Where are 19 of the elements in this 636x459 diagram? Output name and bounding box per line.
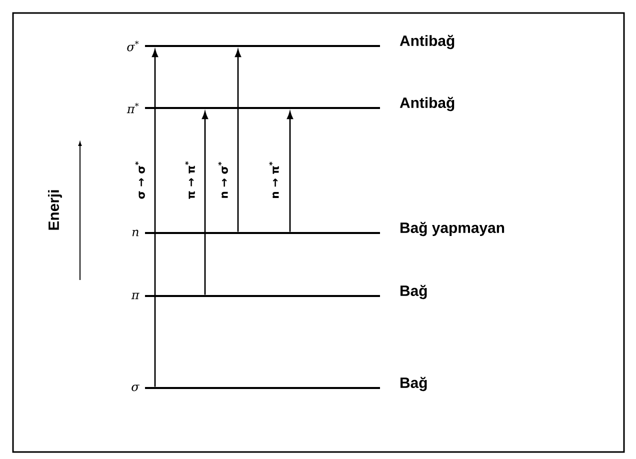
arrow	[152, 50, 158, 387]
energy-level-line: π	[131, 292, 380, 300]
level-label: Antibağ	[400, 96, 454, 112]
edge-label: n → π$^{*}$	[269, 162, 279, 198]
energy-level-line: π$^{*}$	[126, 102, 380, 114]
axis-label: Enerji	[48, 190, 62, 230]
edge-label: π → π$^{*}$	[185, 161, 195, 199]
energy-level-line: n	[132, 230, 380, 236]
energy-level-line: σ$^{*}$	[127, 40, 380, 52]
edge-label: σ → σ$^{*}$	[135, 161, 145, 199]
level-label: Bağ yapmayan	[400, 222, 504, 236]
level-label: Antibağ	[400, 34, 454, 50]
level-label: Bağ	[400, 376, 427, 392]
arrow	[235, 50, 242, 232]
edge-label: n → σ$^{*}$	[218, 162, 228, 198]
level-label: Bağ	[400, 284, 427, 300]
energy-level-line: σ	[132, 384, 380, 392]
arrow	[287, 112, 294, 232]
arrow	[202, 112, 208, 295]
